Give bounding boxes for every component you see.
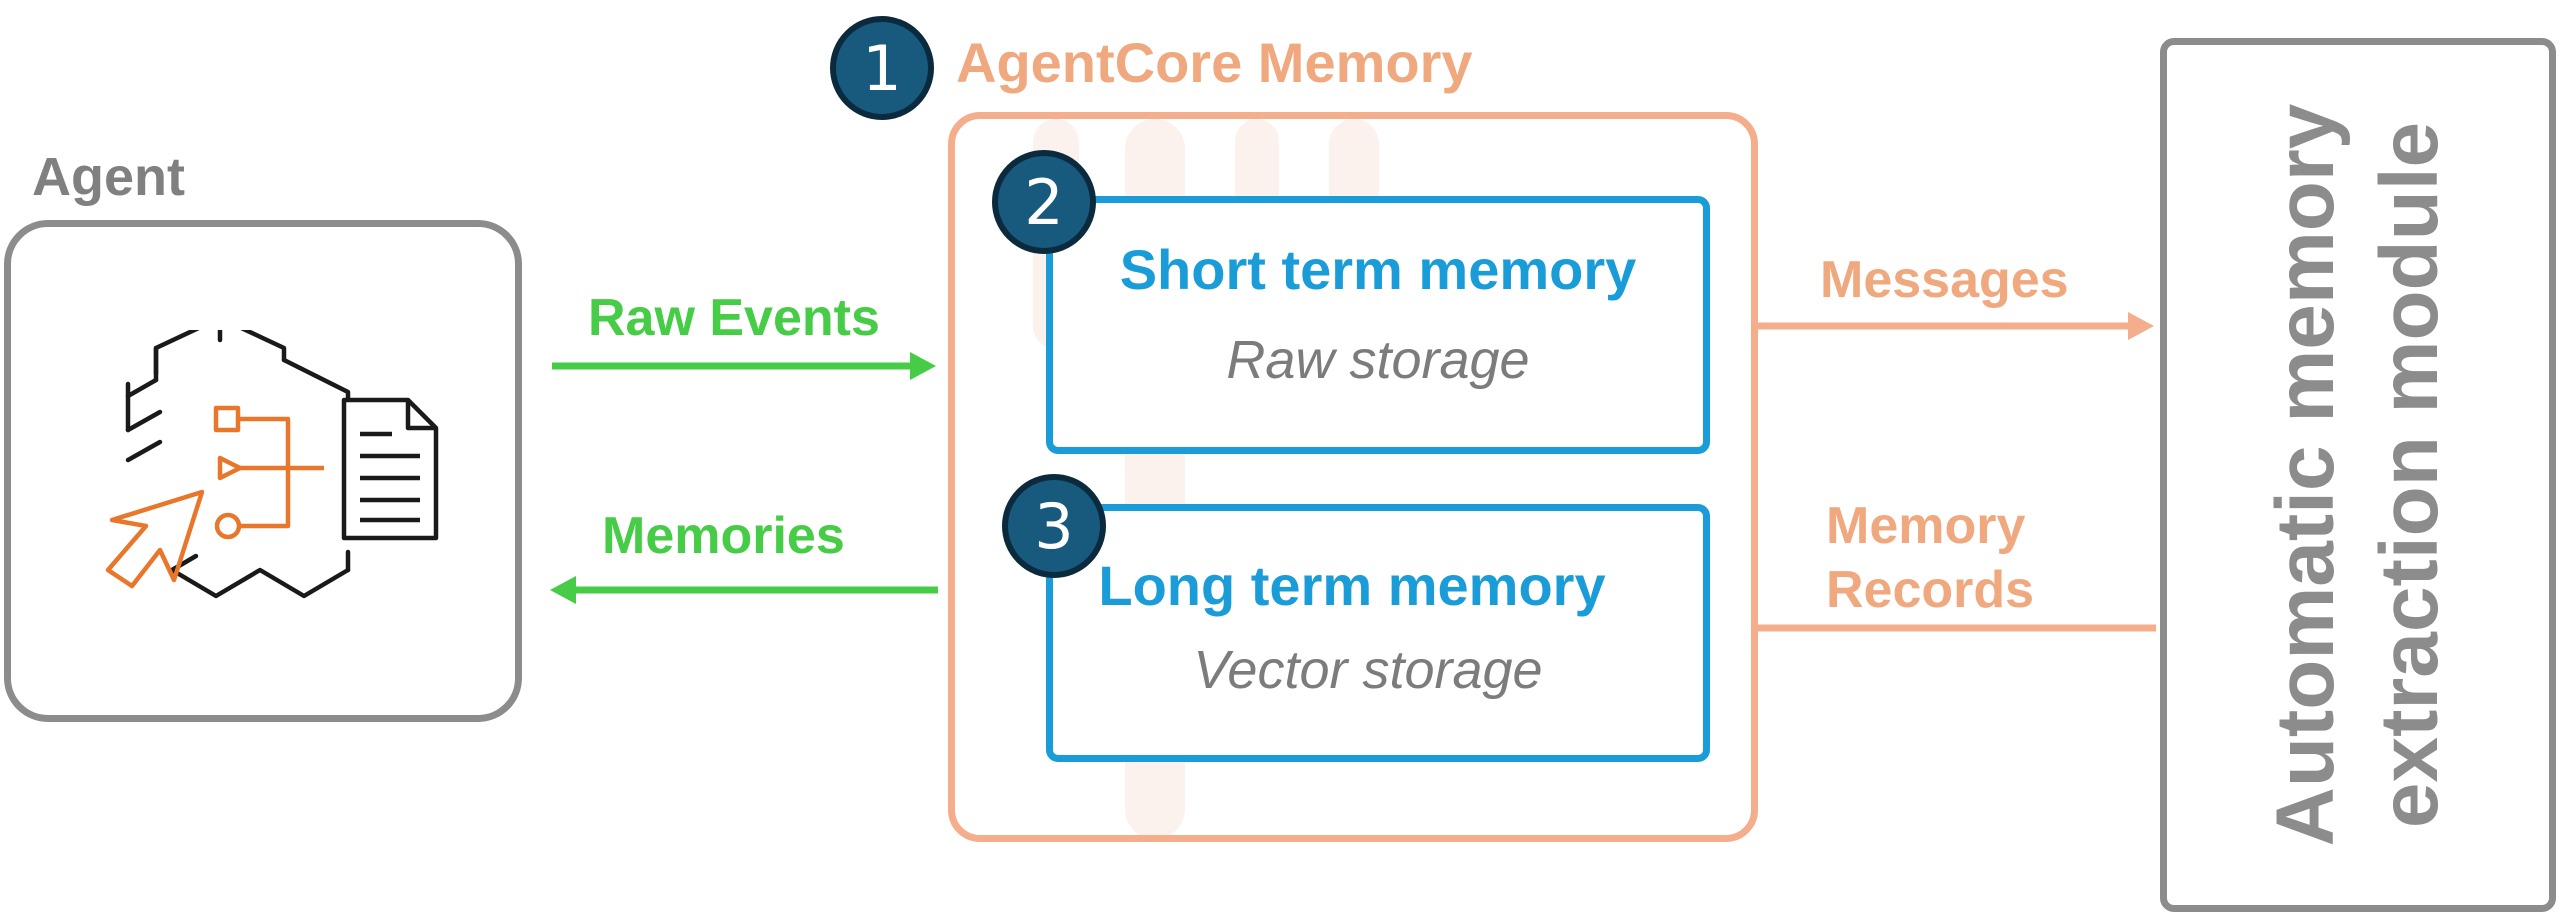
agentcore-memory-title: AgentCore Memory — [956, 31, 1473, 94]
short-term-memory-subtitle: Raw storage — [1226, 330, 1530, 390]
extraction-module-line2: extraction module — [2364, 121, 2455, 829]
short-term-memory-title: Short term memory — [1119, 238, 1637, 301]
messages-label: Messages — [1820, 251, 2069, 309]
memories-label: Memories — [602, 507, 845, 565]
long-term-memory-box: Long term memory Vector storage — [1046, 504, 1710, 762]
long-term-memory-title: Long term memory — [1098, 554, 1606, 617]
memory-records-label: Memory Records — [1826, 494, 2034, 622]
agent-workflow-icon — [105, 330, 439, 599]
long-term-memory-subtitle: Vector storage — [1193, 640, 1543, 700]
agent-label: Agent — [32, 147, 185, 207]
memories-arrow — [550, 576, 938, 604]
memory-records-line2: Records — [1826, 561, 2035, 619]
memory-records-line1: Memory — [1826, 497, 2026, 555]
raw-events-label: Raw Events — [588, 289, 880, 347]
raw-events-arrow — [552, 352, 936, 380]
extraction-module-line1: Automatic memory — [2260, 103, 2351, 847]
extraction-module-box: Automatic memory extraction module — [2160, 38, 2556, 912]
step-2-badge: 2 — [992, 150, 1096, 254]
extraction-module-label: Automatic memory extraction module — [2254, 75, 2462, 875]
short-term-memory-box: Short term memory Raw storage — [1046, 196, 1710, 454]
step-3-badge: 3 — [1002, 474, 1106, 578]
messages-arrow — [1706, 312, 2154, 340]
step-1-badge: 1 — [830, 16, 934, 120]
